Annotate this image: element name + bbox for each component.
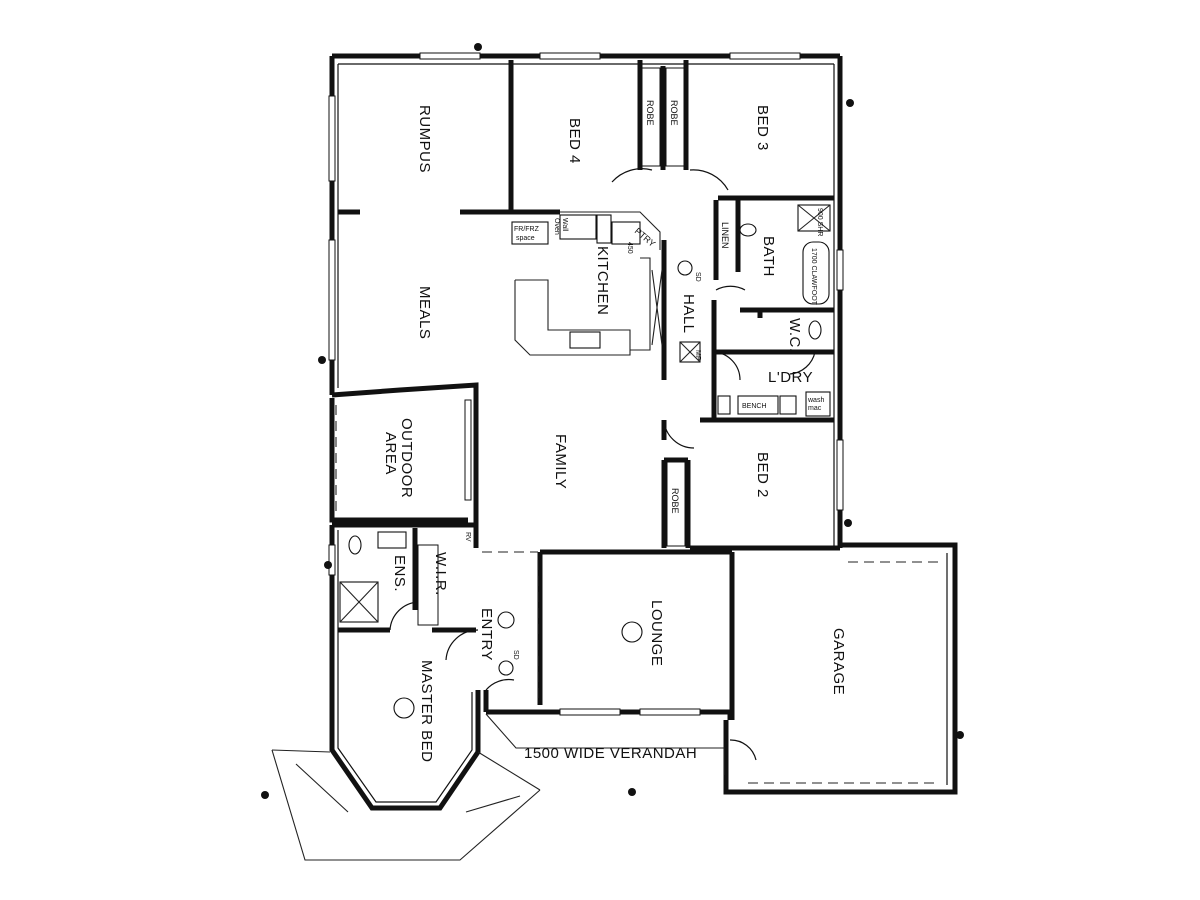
label-fridge-1: FR/FRZ: [514, 226, 540, 233]
label-hall: HALL: [680, 294, 697, 334]
label-wc: W.C.: [786, 318, 803, 353]
label-fridge-2: space: [516, 235, 535, 242]
label-wash-1: wash: [807, 397, 824, 404]
kitchen-fixtures: [511, 211, 663, 356]
bath-fixtures: [339, 204, 831, 623]
label-lounge: LOUNGE: [648, 600, 665, 666]
label-sd-entry: SD: [512, 650, 519, 660]
label-bath-size: 1700 CLAWFOOT: [810, 248, 817, 306]
room-labels: RUMPUS BED 4 BED 3 ROBE ROBE ROBE LINEN …: [382, 100, 847, 763]
label-master-bed: MASTER BED: [418, 660, 435, 763]
laundry-fixtures: [717, 391, 831, 417]
label-ens: ENS.: [391, 555, 408, 592]
label-linen: LINEN: [720, 222, 730, 249]
label-wall-oven-1: Wall: [561, 218, 568, 232]
label-sd-hall: SD: [694, 272, 701, 282]
label-ldry: L'DRY: [768, 369, 813, 386]
interior-walls: [338, 60, 840, 720]
label-bath: BATH: [760, 236, 777, 277]
label-rumpus: RUMPUS: [416, 105, 433, 173]
label-bed3: BED 3: [754, 105, 771, 151]
doors: [389, 168, 816, 761]
label-entry: ENTRY: [478, 608, 495, 661]
robes: [417, 67, 686, 626]
ceiling-fan-icon: [393, 697, 415, 719]
smoke-detector-icon: [677, 260, 693, 276]
label-bed2: BED 2: [754, 452, 771, 498]
ceiling-fan-icon: [621, 621, 643, 643]
label-ptry-dim: 450: [626, 242, 633, 254]
label-wir: W.I.R.: [432, 552, 449, 596]
label-bench: BENCH: [742, 403, 767, 410]
verandah: [271, 713, 725, 861]
label-wall-oven-2: Oven: [553, 218, 560, 235]
label-mp: MP: [694, 350, 701, 361]
external-lights: [261, 43, 964, 799]
label-verandah: 1500 WIDE VERANDAH: [524, 745, 697, 762]
label-rv: RV: [464, 532, 471, 542]
ceiling-features: [393, 260, 701, 719]
label-wash-2: mac: [808, 405, 822, 412]
label-robe-3: ROBE: [670, 488, 680, 514]
label-robe-1: ROBE: [645, 100, 655, 126]
label-bed4: BED 4: [566, 118, 583, 164]
ceiling-fan-icon: [497, 611, 515, 629]
label-family: FAMILY: [552, 434, 569, 489]
label-area: AREA: [382, 432, 399, 475]
label-robe-2: ROBE: [669, 100, 679, 126]
label-garage: GARAGE: [830, 628, 847, 695]
windows: [328, 52, 844, 716]
label-meals: MEALS: [416, 286, 433, 339]
smoke-detector-icon: [498, 660, 514, 676]
label-outdoor: OUTDOOR: [398, 418, 415, 498]
label-kitchen: KITCHEN: [594, 246, 611, 315]
label-shower-size: 900 SHR: [816, 208, 823, 236]
